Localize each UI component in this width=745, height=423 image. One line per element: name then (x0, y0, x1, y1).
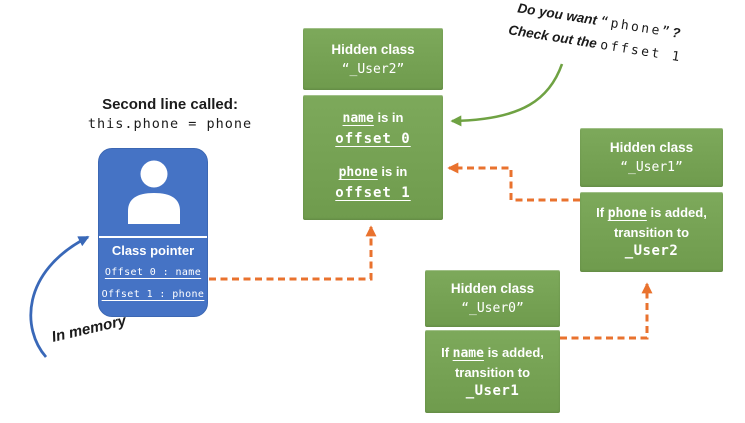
user1-transition-line2: transition to (613, 225, 690, 240)
user-object-card: Class pointer Offset 0 : name Offset 1 :… (98, 148, 208, 317)
user2-offset-line-phone: phone is in (303, 163, 443, 182)
arrow-user0-to-user1 (560, 282, 653, 340)
user1-transition-line1: If phone is added, (580, 203, 723, 223)
hidden-class-user1-body: If phone is added, transition to _User2 (580, 192, 723, 272)
offset-row-0: Offset 0 : name (104, 267, 202, 278)
phone-q-post: ? (670, 24, 682, 41)
hidden-class-user2-title: Hidden class (331, 41, 415, 57)
hidden-class-user0-title: Hidden class (450, 281, 535, 296)
hidden-class-user2-name: “_User2” (341, 61, 405, 77)
user-icon (128, 160, 180, 224)
user0-transition-line2: transition to (454, 364, 531, 380)
user2-offset0-label: offset 0 (335, 131, 411, 147)
hidden-class-user0-header: Hidden class “_User0” (425, 270, 560, 327)
card-divider (99, 236, 207, 238)
hidden-class-user0-body: If name is added, transition to _User1 (425, 330, 560, 413)
user0-transition-line1: If name is added, (425, 343, 560, 363)
user2-phone-rest: is in (377, 164, 408, 179)
arrow-user1-to-user2 (447, 162, 580, 202)
arrow-card-to-user2 (209, 225, 377, 281)
hidden-class-user1-name: “_User1” (620, 160, 683, 175)
user1-if: If (596, 205, 608, 220)
user0-transition-target: _User1 (465, 382, 520, 399)
user1-added: is added, (646, 205, 707, 220)
user2-name-term: name (342, 111, 374, 126)
class-pointer-title: Class pointer (111, 243, 195, 258)
hidden-class-user2-header: Hidden class “_User2” (303, 28, 443, 90)
user0-added: is added, (483, 344, 544, 360)
hidden-class-user1-title: Hidden class (609, 140, 694, 155)
user2-offset-line-name: name is in (303, 109, 443, 128)
offset-row-1: Offset 1 : phone (101, 289, 205, 300)
user2-phone-term: phone (338, 165, 378, 180)
second-line-code: this.phone = phone (87, 116, 253, 132)
hidden-class-user0-name: “_User0” (461, 301, 524, 316)
second-line-title: Second line called: (102, 96, 238, 113)
hidden-class-user1-header: Hidden class “_User1” (580, 128, 723, 187)
user1-term: phone (607, 206, 647, 221)
user1-transition-target: _User2 (624, 243, 679, 259)
second-line-annotation: Second line called: this.phone = phone (66, 95, 274, 135)
user2-name-rest: is in (373, 110, 404, 125)
green-arrow-question-to-user2 (450, 63, 564, 127)
user0-term: name (452, 345, 484, 361)
hidden-class-user2-body: name is in offset 0 phone is in offset 1 (303, 95, 443, 220)
user0-if: If (441, 344, 453, 360)
user2-offset1-label: offset 1 (335, 185, 411, 201)
blue-arrow-memory-to-card (29, 235, 90, 358)
